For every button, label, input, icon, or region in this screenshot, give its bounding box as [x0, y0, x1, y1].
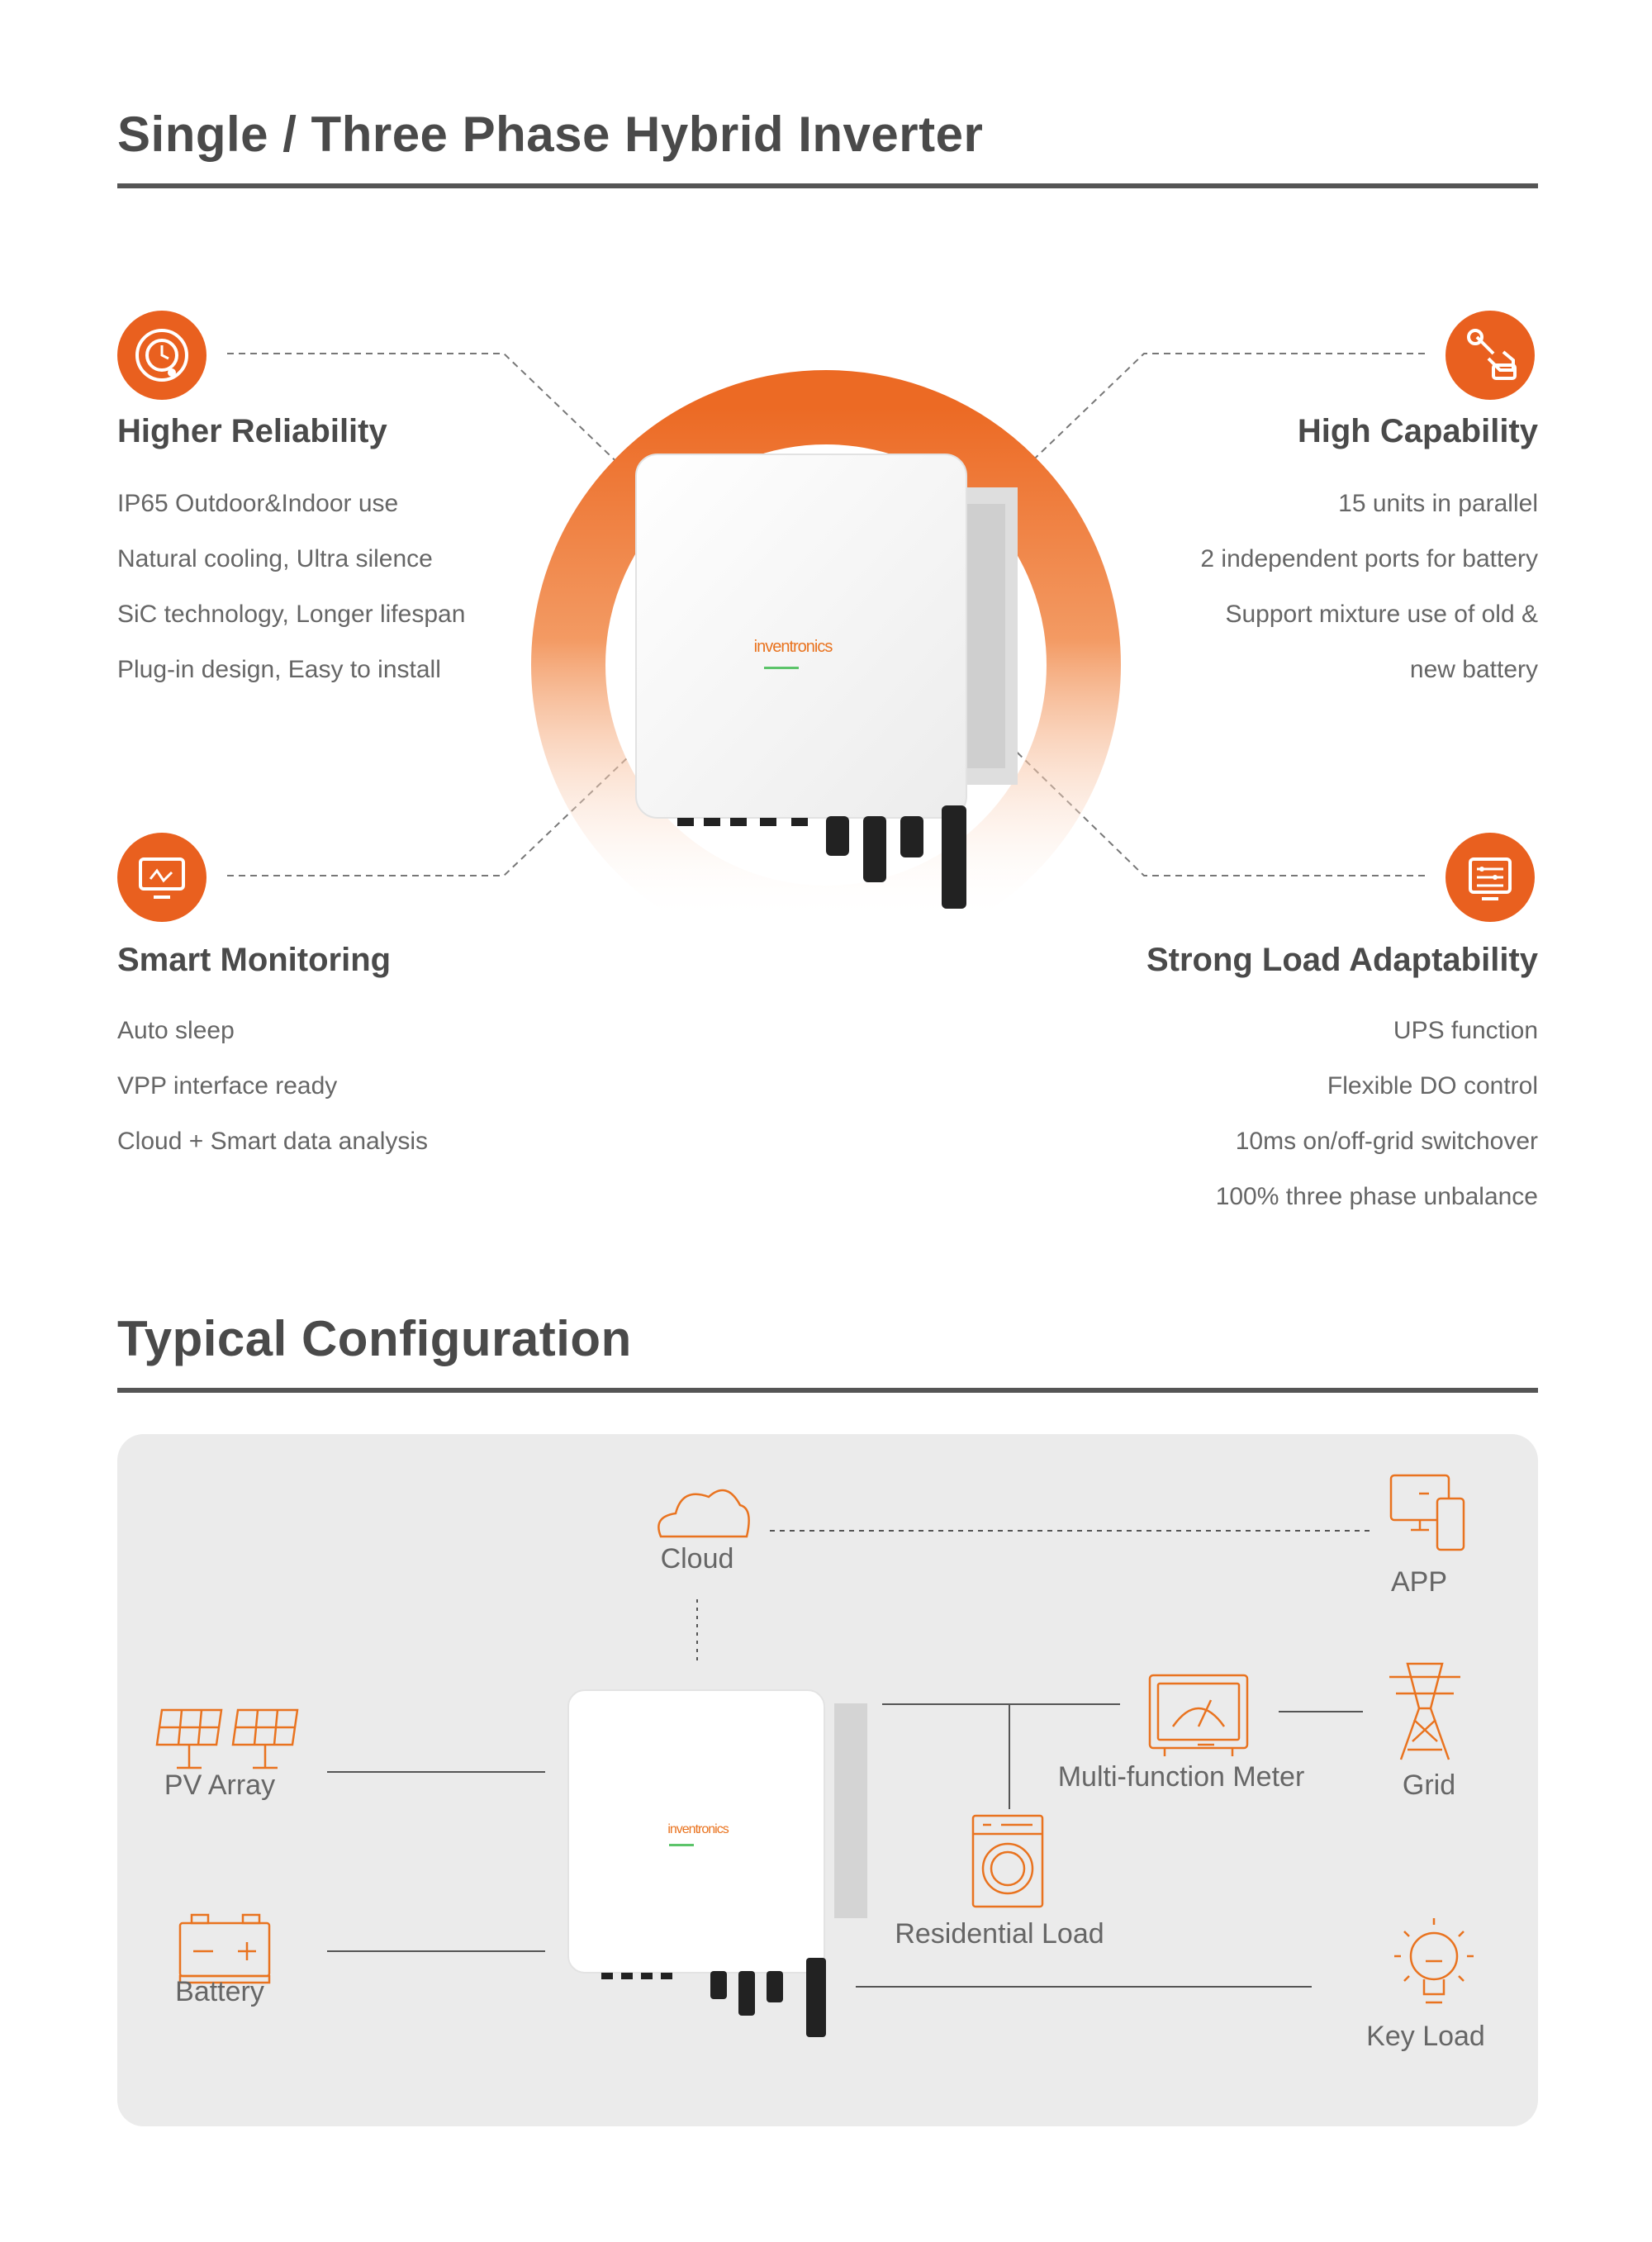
list-item: Natural cooling, Ultra silence: [117, 545, 433, 572]
brand-logo: inventronics: [753, 638, 833, 656]
label-meter: Multi-function Meter: [1057, 1761, 1305, 1793]
label-cloud: Cloud: [660, 1543, 734, 1575]
feature-title-monitoring: Smart Monitoring: [117, 942, 392, 978]
inverter-image-config: [567, 1689, 867, 2037]
list-item: Support mixture use of old &: [1225, 601, 1538, 628]
feature-title-reliability: Higher Reliability: [117, 413, 387, 449]
hero-graphic: [227, 353, 1425, 960]
connection-lines: [327, 1530, 1371, 1988]
title-divider: [117, 183, 1538, 188]
light-bulb-icon: [1394, 1918, 1474, 2004]
brand-logo-config: inventronics: [667, 1822, 729, 1836]
section-title-configuration: Typical Configuration: [117, 1311, 632, 1366]
pv-array-icon: [155, 1708, 299, 1769]
label-residential-load: Residential Load: [895, 1918, 1104, 1950]
label-app: APP: [1390, 1566, 1448, 1598]
feature-list-monitoring: Auto sleep VPP interface ready Cloud + S…: [117, 1003, 428, 1169]
app-icon: [1389, 1474, 1465, 1551]
feature-title-load: Strong Load Adaptability: [1146, 942, 1538, 978]
list-item: 15 units in parallel: [1338, 490, 1538, 517]
inverter-image: [635, 454, 1018, 909]
control-panel-icon: [1446, 833, 1535, 922]
list-item: UPS function: [1393, 1017, 1538, 1044]
list-item: 2 independent ports for battery: [1200, 545, 1538, 572]
label-battery: Battery: [175, 1976, 264, 2007]
connector-lines: [227, 353, 1425, 876]
list-item: Flexible DO control: [1327, 1072, 1538, 1100]
monitor-icon: [117, 833, 206, 922]
list-item: VPP interface ready: [117, 1072, 338, 1100]
list-item: Auto sleep: [117, 1017, 235, 1044]
list-item: Cloud + Smart data analysis: [117, 1128, 429, 1155]
list-item: new battery: [1409, 656, 1538, 683]
feature-list-capability: 15 units in parallel 2 independent ports…: [1200, 476, 1538, 697]
list-item: 100% three phase unbalance: [1215, 1183, 1538, 1210]
configuration-panel: [117, 1434, 1538, 2126]
battery-icon: [178, 1913, 271, 1984]
feature-list-reliability: IP65 Outdoor&Indoor use Natural cooling,…: [117, 476, 465, 697]
feature-list-load: UPS function Flexible DO control 10ms on…: [1216, 1003, 1538, 1224]
list-item: IP65 Outdoor&Indoor use: [117, 490, 399, 517]
washing-machine-icon: [971, 1814, 1044, 1908]
tools-icon: [1446, 311, 1535, 400]
meter-icon: [1148, 1674, 1249, 1756]
label-pv-array: PV Array: [164, 1769, 276, 1801]
list-item: 10ms on/off-grid switchover: [1235, 1128, 1538, 1155]
label-key-load: Key Load: [1366, 2021, 1485, 2052]
cloud-icon: [657, 1489, 750, 1538]
feature-title-capability: High Capability: [1297, 413, 1538, 449]
section-divider: [117, 1388, 1538, 1393]
grid-tower-icon: [1389, 1662, 1460, 1760]
list-item: SiC technology, Longer lifespan: [117, 601, 466, 628]
label-grid: Grid: [1402, 1769, 1456, 1801]
list-item: Plug-in design, Easy to install: [117, 656, 441, 683]
reliability-icon: [117, 311, 206, 400]
orange-ring: [531, 370, 1121, 960]
page-title: Single / Three Phase Hybrid Inverter: [117, 107, 984, 162]
